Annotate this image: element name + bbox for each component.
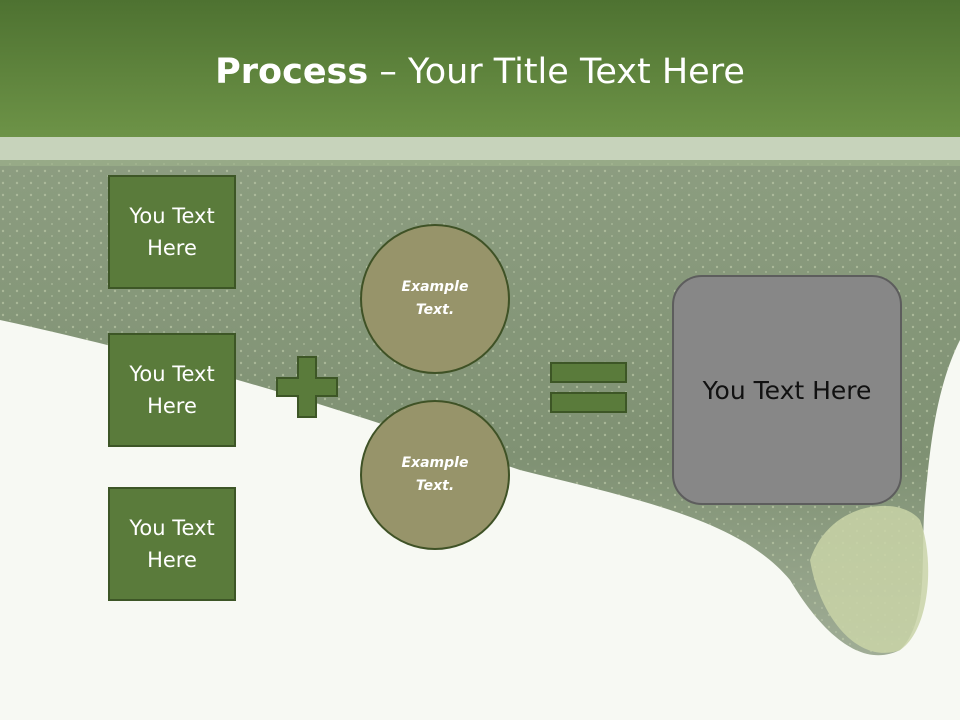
slide-title: Process – Your Title Text Here bbox=[0, 52, 960, 92]
title-bold: Process bbox=[215, 52, 369, 92]
text-box-1[interactable]: You Text Here bbox=[108, 175, 236, 289]
title-bar bbox=[0, 0, 960, 137]
plus-icon bbox=[276, 356, 338, 418]
result-box[interactable]: You Text Here bbox=[672, 275, 902, 505]
equals-bar-top bbox=[550, 362, 627, 383]
equals-bar-bottom bbox=[550, 392, 627, 413]
example-circle-2[interactable]: Example Text. bbox=[360, 400, 510, 550]
text-box-3[interactable]: You Text Here bbox=[108, 487, 236, 601]
title-rest: – Your Title Text Here bbox=[368, 52, 745, 92]
title-band bbox=[0, 137, 960, 166]
example-circle-1[interactable]: Example Text. bbox=[360, 224, 510, 374]
text-box-2[interactable]: You Text Here bbox=[108, 333, 236, 447]
